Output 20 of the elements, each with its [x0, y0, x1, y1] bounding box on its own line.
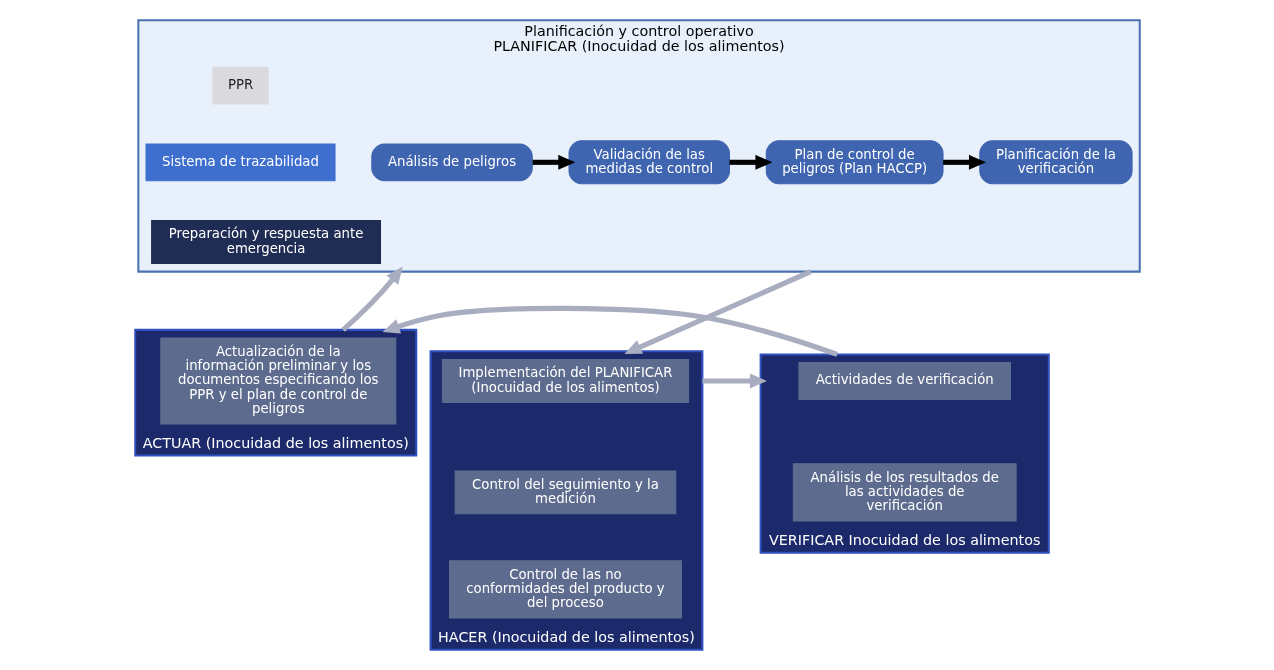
arrow [701, 373, 767, 389]
node-box: Actividades de verificación [797, 362, 1011, 400]
node-box: Actualización de la información preliminar y los documentos especificando los PPR y el plan de control de peligros [159, 337, 396, 425]
arrow [532, 154, 575, 170]
node-box: Validación de las medidas de control [568, 140, 730, 185]
arrow [729, 154, 773, 170]
node-box: Implementación del PLANIFICAR (Inocuidad de los alimentos) [441, 359, 689, 403]
node-box: PPR [211, 66, 269, 105]
node-box: Preparación y respuesta ante emergencia [150, 220, 381, 264]
arrow [942, 154, 986, 170]
node-box: Análisis de los resultados de las actividades de verificación [792, 463, 1017, 522]
node-box: Sistema de trazabilidad [145, 143, 336, 182]
arrow [381, 305, 838, 357]
node-box: Control de las no conformidades del producto y del proceso [448, 560, 682, 619]
node-box: Análisis de peligros [370, 143, 533, 182]
arrow [340, 266, 403, 332]
arrow [623, 269, 812, 354]
node-box: Plan de control de peligros (Plan HACCP) [765, 140, 944, 185]
node-box: Control del seguimiento y la medición [454, 470, 676, 515]
node-box: Planificación de la verificación [978, 140, 1133, 185]
